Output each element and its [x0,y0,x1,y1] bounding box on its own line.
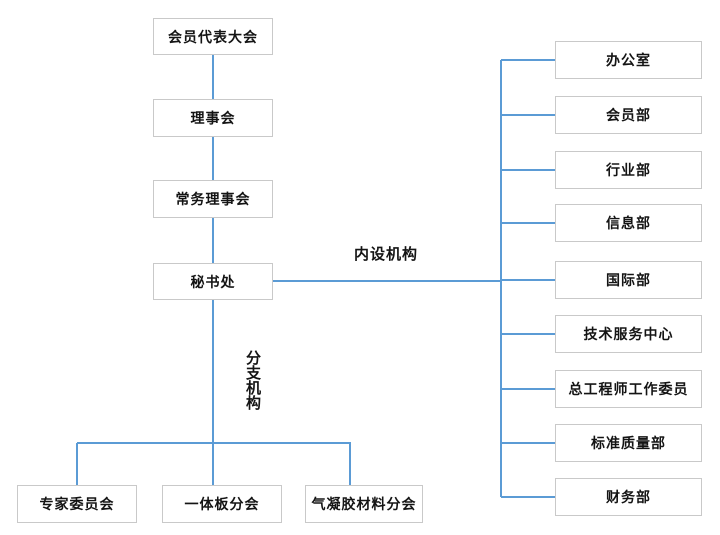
org-box-secretariat: 秘书处 [153,263,273,300]
connector-line [212,218,214,263]
org-box-member-congress: 会员代表大会 [153,18,273,55]
org-box-finance-dept: 财务部 [555,478,702,516]
connector-line [273,280,501,282]
org-box-council: 理事会 [153,99,273,137]
org-box-office: 办公室 [555,41,702,79]
connector-line [501,333,555,335]
org-box-standards-quality-dept: 标准质量部 [555,424,702,462]
connector-line [77,442,351,444]
org-box-chief-engineer-committee: 总工程师工作委员 [555,370,702,408]
connector-line [212,55,214,99]
connector-line [76,443,78,485]
org-box-expert-committee: 专家委员会 [17,485,137,523]
connector-line [212,300,214,485]
org-box-integrated-panel-branch: 一体板分会 [162,485,282,523]
connector-line [501,496,555,498]
connector-line [501,169,555,171]
connector-line [501,388,555,390]
org-box-membership-dept: 会员部 [555,96,702,134]
connector-line [501,279,555,281]
connector-line [349,443,351,485]
org-box-industry-dept: 行业部 [555,151,702,189]
connector-line [212,137,214,180]
org-box-international-dept: 国际部 [555,261,702,299]
org-box-tech-service-center: 技术服务中心 [555,315,702,353]
connector-line [501,59,555,61]
connector-line [500,60,502,497]
branch-orgs-label: 分支机构 [244,350,261,410]
connector-line [501,442,555,444]
org-box-information-dept: 信息部 [555,204,702,242]
connector-line [501,114,555,116]
org-box-aerogel-materials-branch: 气凝胶材料分会 [305,485,423,523]
internal-orgs-label: 内设机构 [354,246,419,263]
connector-line [501,222,555,224]
org-box-standing-council: 常务理事会 [153,180,273,218]
